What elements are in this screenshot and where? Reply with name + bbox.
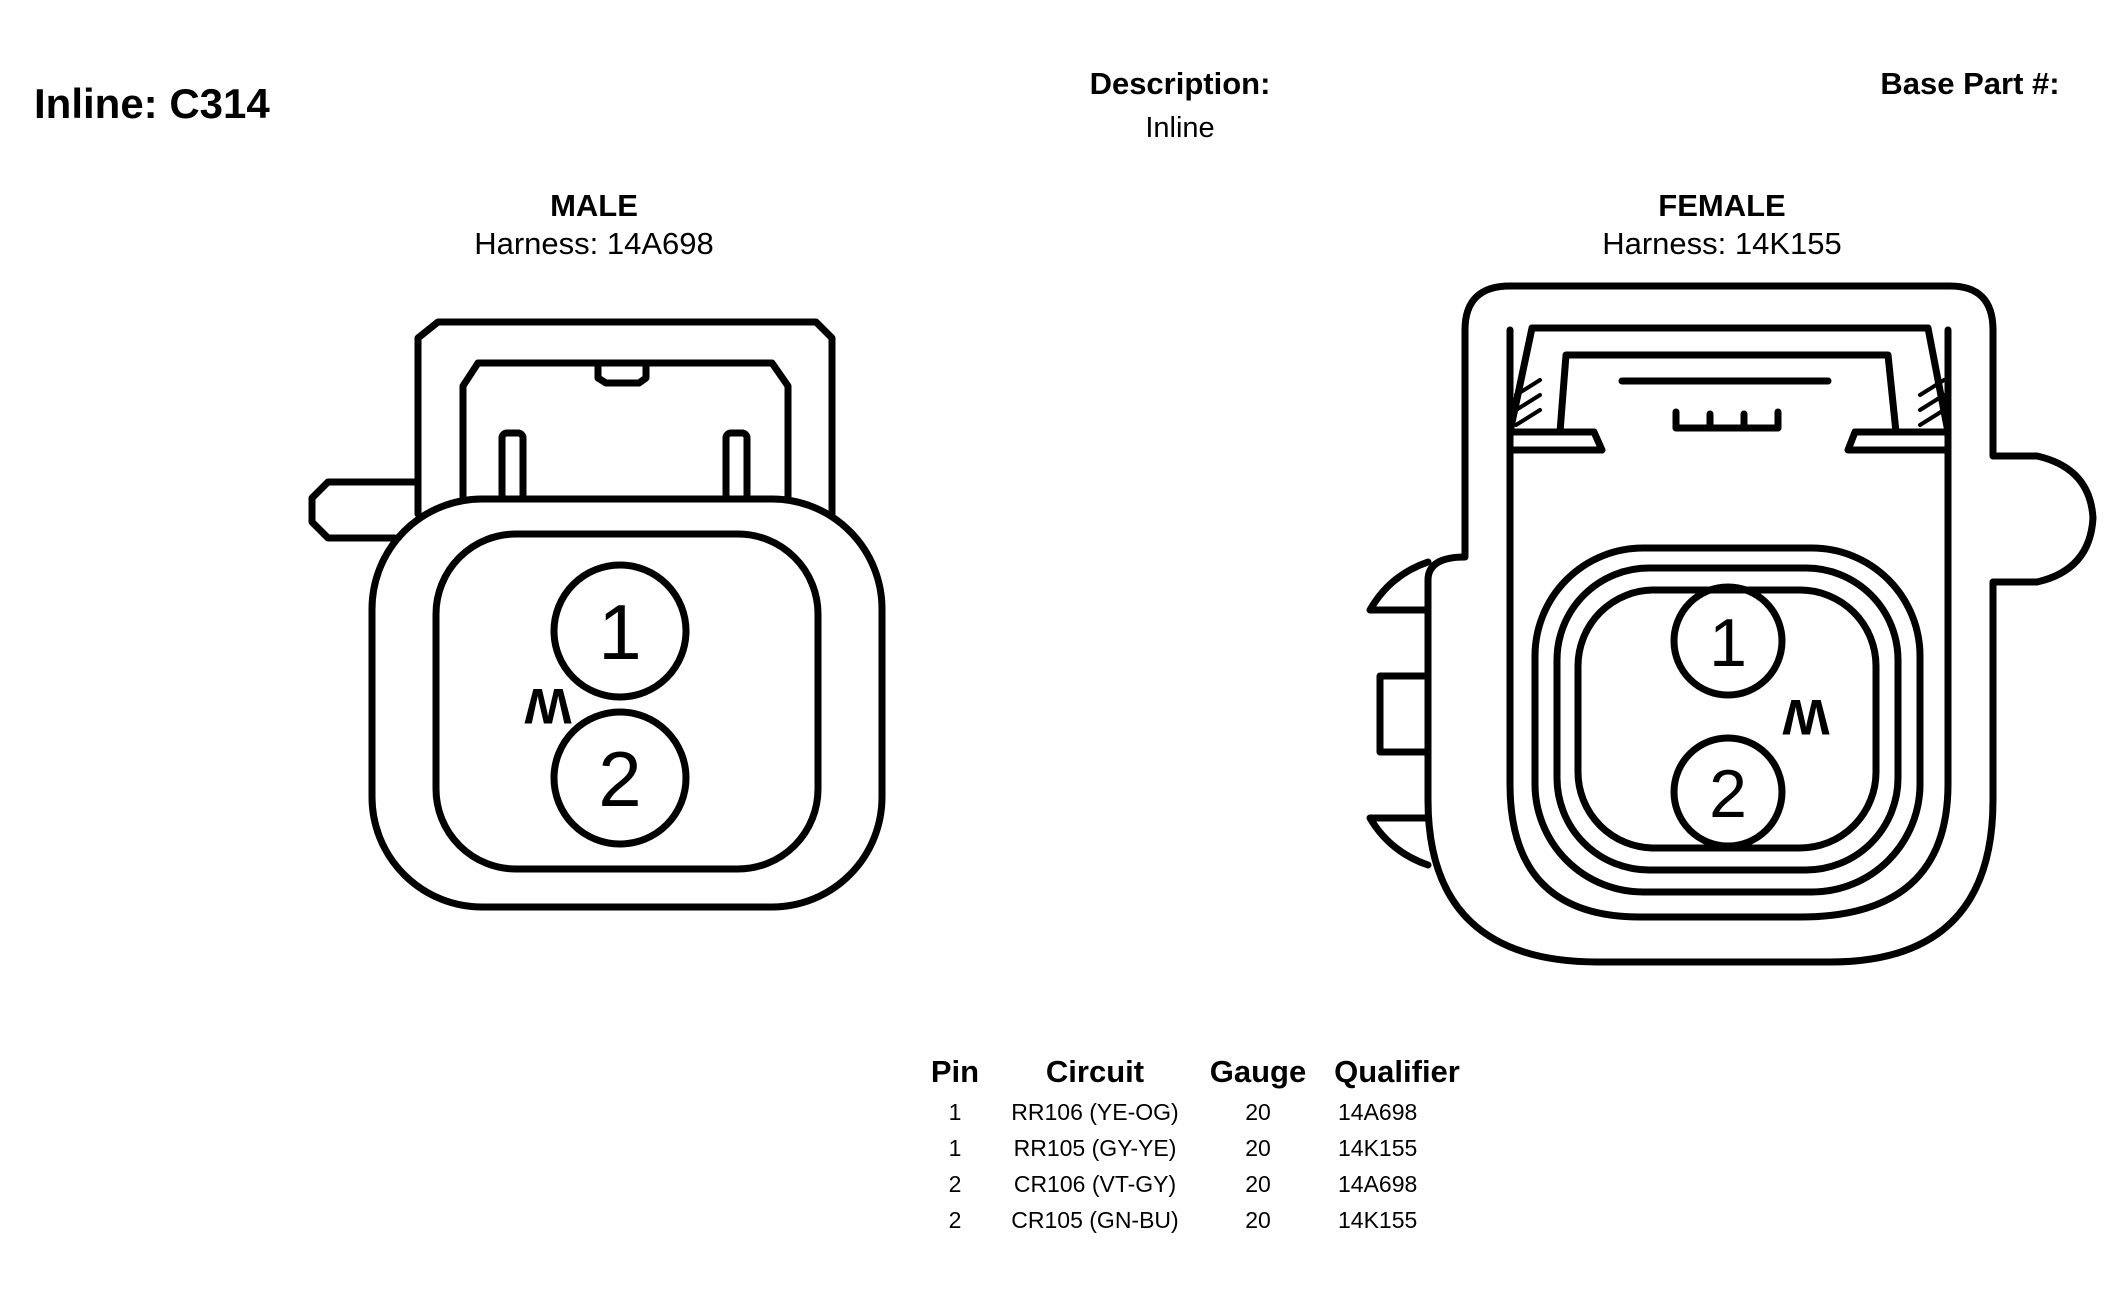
female-inner-outline <box>1506 326 1952 921</box>
female-latch-ledge-left <box>1506 428 1606 454</box>
male-gender-label: MALE <box>550 188 638 223</box>
table-cell-circuit: RR106 (YE-OG) <box>1011 1098 1179 1125</box>
female-pin-2-circle <box>1670 734 1786 850</box>
table-cell-circuit: CR105 (GN-BU) <box>1011 1206 1179 1233</box>
female-pin-2-label: 2 <box>1709 756 1747 832</box>
female-hatch-right <box>1918 378 1946 427</box>
female-connector-drawing <box>1366 282 2097 966</box>
male-pin-1-label: 1 <box>598 588 641 676</box>
female-mating-ring-outer <box>1531 544 1924 896</box>
description-label: Description: <box>1089 66 1271 101</box>
table-row: 2 CR105 (GN-BU) 20 14K155 <box>924 1202 1482 1238</box>
pin-table-header-gauge: Gauge <box>1209 1054 1307 1089</box>
female-latch-teeth <box>1672 408 1782 432</box>
female-left-clip-top <box>1366 558 1432 614</box>
pin-table-header-row: Pin Circuit Gauge Qualifier <box>924 1050 1482 1094</box>
table-row: 1 RR105 (GY-YE) 20 14K155 <box>924 1130 1482 1166</box>
female-harness-label: Harness: 14K155 <box>1602 226 1842 261</box>
table-cell-qualifier: 14A698 <box>1338 1098 1418 1125</box>
page-title: Inline: C314 <box>34 80 270 127</box>
female-left-clip-mid <box>1376 672 1432 756</box>
female-latch-ledge-right <box>1844 428 1952 454</box>
female-pin-1-circle <box>1670 583 1786 699</box>
pin-table-header-pin: Pin <box>930 1054 980 1089</box>
male-harness-label: Harness: 14A698 <box>474 226 714 261</box>
pin-table: Pin Circuit Gauge Qualifier 1 RR106 (YE-… <box>924 1050 1482 1238</box>
female-outer-housing <box>1424 282 2097 966</box>
female-orientation-marker: W <box>1782 689 1830 745</box>
male-front-face <box>368 495 886 911</box>
table-row: 2 CR106 (VT-GY) 20 14A698 <box>924 1166 1482 1202</box>
male-pin-2-circle <box>550 708 690 848</box>
male-guide-post-right <box>722 429 751 509</box>
table-cell-qualifier: 14K155 <box>1338 1206 1418 1233</box>
male-top-nub <box>594 359 650 387</box>
table-cell-gauge: 20 <box>1245 1206 1271 1233</box>
female-left-clip-bottom <box>1366 814 1432 869</box>
female-latch-frame <box>1506 324 1952 436</box>
male-latch-tab <box>308 478 422 542</box>
base-part-label: Base Part #: <box>1880 66 2060 101</box>
male-rear-housing <box>414 318 836 518</box>
pin-table-header-circuit: Circuit <box>1045 1054 1145 1089</box>
table-cell-pin: 2 <box>948 1206 962 1233</box>
table-cell-gauge: 20 <box>1245 1134 1271 1161</box>
table-cell-pin: 1 <box>948 1098 962 1125</box>
male-connector-heading: MALE Harness: 14A698 <box>354 188 834 262</box>
male-guide-post-left <box>498 429 527 509</box>
table-cell-qualifier: 14A698 <box>1338 1170 1418 1197</box>
table-cell-circuit: RR105 (GY-YE) <box>1013 1134 1177 1161</box>
female-pin-1-label: 1 <box>1709 605 1747 681</box>
male-orientation-marker: W <box>524 678 572 734</box>
female-latch-inner <box>1556 351 1900 436</box>
table-cell-gauge: 20 <box>1245 1098 1271 1125</box>
female-hatch-left <box>1514 378 1542 427</box>
male-pin-2-label: 2 <box>598 735 641 823</box>
male-rear-cavity <box>459 359 792 504</box>
female-connector-heading: FEMALE Harness: 14K155 <box>1482 188 1962 262</box>
table-cell-qualifier: 14K155 <box>1338 1134 1418 1161</box>
male-inner-face <box>432 530 822 873</box>
table-cell-gauge: 20 <box>1245 1170 1271 1197</box>
pin-table-header-qualifier: Qualifier <box>1334 1054 1460 1089</box>
table-row: 1 RR106 (YE-OG) 20 14A698 <box>924 1094 1482 1130</box>
male-pin-1-circle <box>550 561 690 701</box>
male-connector-drawing <box>308 318 886 911</box>
description-block: Description: Inline <box>1000 66 1360 145</box>
female-gender-label: FEMALE <box>1658 188 1786 223</box>
table-cell-pin: 2 <box>948 1170 962 1197</box>
table-cell-pin: 1 <box>948 1134 962 1161</box>
table-cell-circuit: CR106 (VT-GY) <box>1013 1170 1177 1197</box>
female-mating-ring-inner <box>1553 564 1902 874</box>
description-value: Inline <box>1145 112 1215 144</box>
